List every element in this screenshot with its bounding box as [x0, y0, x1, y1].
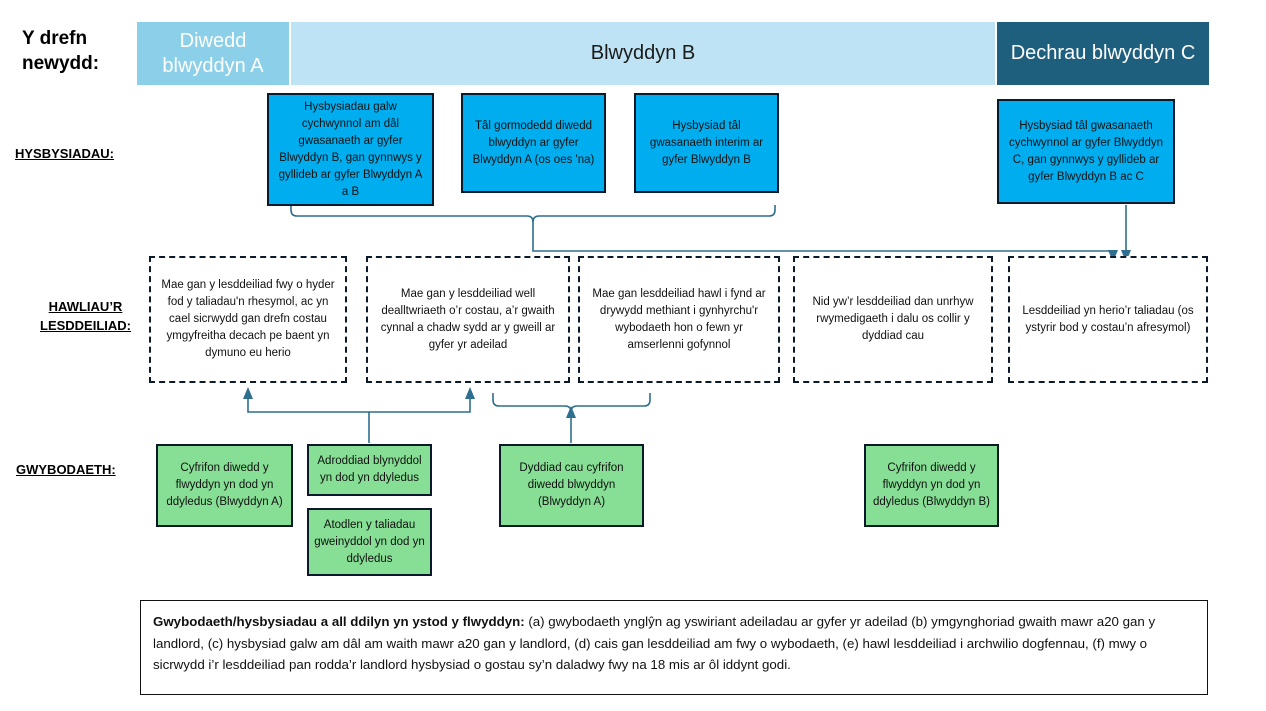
footnote-body: (a) gwybodaeth ynglŷn ag yswiriant adeil…	[153, 614, 1156, 672]
right-box-challenge-charges[interactable]: Lesddeiliad yn herio’r taliadau (os ysty…	[1008, 256, 1208, 383]
timeline-label-start-year-c: Dechrau blwyddyn C	[1010, 42, 1196, 64]
right-text: Mae gan y lesddeiliad well dealltwriaeth…	[380, 287, 556, 351]
page-title-line2: newydd:	[22, 53, 100, 74]
notice-text: Hysbysiad tâl gwasanaeth cychwynnol ar g…	[1008, 119, 1164, 183]
right-box-confidence-in-charges[interactable]: Mae gan y lesddeiliad fwy o hyder fod y …	[149, 256, 347, 383]
info-text: Cyfrifon diwedd y flwyddyn yn dod yn ddy…	[166, 462, 283, 508]
notice-text: Hysbysiad tâl gwasanaeth interim ar gyfe…	[649, 119, 764, 166]
notice-box-initial-demand[interactable]: Hysbysiadau galw cychwynnol am dâl gwasa…	[267, 93, 434, 206]
notice-box-interim-statement[interactable]: Hysbysiad tâl gwasanaeth interim ar gyfe…	[634, 93, 779, 193]
right-text: Mae gan lesddeiliad hawl i fynd ar drywy…	[592, 287, 766, 351]
timeline-segment-start-year-c: Dechrau blwyddyn C	[997, 22, 1209, 85]
right-text: Lesddeiliad yn herio’r taliadau (os ysty…	[1022, 304, 1194, 334]
info-text: Adroddiad blynyddol yn dod yn ddyledus	[317, 455, 422, 484]
info-text: Atodlen y taliadau gweinyddol yn dod yn …	[314, 518, 425, 565]
info-box-annual-report[interactable]: Adroddiad blynyddol yn dod yn ddyledus	[307, 444, 432, 496]
right-box-better-understanding[interactable]: Mae gan y lesddeiliad well dealltwriaeth…	[366, 256, 570, 383]
notice-text: Tâl gormodedd diwedd blwyddyn ar gyfer B…	[472, 119, 595, 166]
right-box-pursue-failure[interactable]: Mae gan lesddeiliad hawl i fynd ar drywy…	[578, 256, 780, 383]
footnote-lead: Gwybodaeth/hysbysiadau a all ddilyn yn y…	[153, 614, 525, 629]
right-text: Mae gan y lesddeiliad fwy o hyder fod y …	[161, 279, 335, 359]
info-box-year-end-accounts-b[interactable]: Cyfrifon diwedd y flwyddyn yn dod yn ddy…	[864, 444, 999, 527]
page-title: Y drefn newydd:	[22, 26, 142, 76]
info-box-year-end-accounts-a[interactable]: Cyfrifon diwedd y flwyddyn yn dod yn ddy…	[156, 444, 293, 527]
right-text: Nid yw’r lesddeiliad dan unrhyw rwymedig…	[812, 296, 974, 342]
row-label-leaseholder-rights: HAWLIAU’R LESDDEILIAD:	[40, 299, 131, 333]
notice-box-year-end-balancing[interactable]: Tâl gormodedd diwedd blwyddyn ar gyfer B…	[461, 93, 606, 193]
info-text: Cyfrifon diwedd y flwyddyn yn dod yn ddy…	[873, 462, 990, 508]
row-label-notices: HYSBYSIADAU:	[15, 146, 114, 161]
right-box-no-obligation-to-pay[interactable]: Nid yw’r lesddeiliad dan unrhyw rwymedig…	[793, 256, 993, 383]
page-title-line1: Y drefn	[22, 28, 88, 49]
info-box-accounts-deadline-a[interactable]: Dyddiad cau cyfrifon diwedd blwyddyn (Bl…	[499, 444, 644, 527]
info-text: Dyddiad cau cyfrifon diwedd blwyddyn (Bl…	[519, 462, 624, 508]
timeline-label-year-b: Blwyddyn B	[590, 42, 696, 64]
info-box-admin-charges-schedule[interactable]: Atodlen y taliadau gweinyddol yn dod yn …	[307, 508, 432, 576]
timeline-segment-year-b: Blwyddyn B	[291, 22, 995, 85]
timeline-segment-end-year-a: Diwedd blwyddyn A	[137, 22, 289, 85]
timeline-label-end-year-a: Diwedd blwyddyn A	[162, 29, 264, 77]
notice-box-year-c-initial-statement[interactable]: Hysbysiad tâl gwasanaeth cychwynnol ar g…	[997, 99, 1175, 204]
row-label-information: GWYBODAETH:	[16, 462, 116, 477]
footnote-panel: Gwybodaeth/hysbysiadau a all ddilyn yn y…	[140, 600, 1208, 695]
notice-text: Hysbysiadau galw cychwynnol am dâl gwasa…	[278, 100, 423, 198]
